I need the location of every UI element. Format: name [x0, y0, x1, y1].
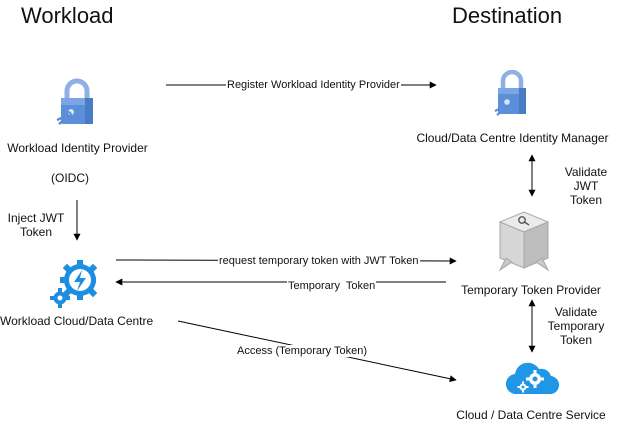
dest-service-label: Cloud / Data Centre Service — [456, 408, 606, 421]
key-box-icon — [496, 208, 552, 281]
padlock-key-icon — [494, 69, 530, 123]
register-edge-label: Register Workload Identity Provider — [226, 79, 401, 91]
workload-heading: Workload — [21, 3, 114, 28]
access-edge-label: Access (Temporary Token) — [236, 345, 369, 357]
inject-edge-label: Inject JWT Token — [7, 211, 65, 239]
validate-jwt-edge-label: Validate JWT Token — [564, 165, 608, 207]
token-provider-label: Temporary Token Provider — [461, 283, 601, 297]
validate-temp-edge-label: Validate Temporary Token — [547, 305, 605, 347]
identity-manager-label: Cloud/Data Centre Identity Manager — [416, 131, 609, 145]
workload-idp-label: Workload Identity Provider — [7, 141, 148, 155]
workload-cloud-label: Workload Cloud/Data Centre — [0, 314, 154, 328]
request-edge-label: request temporary token with JWT Token — [218, 255, 420, 267]
cloud-gears-icon — [505, 360, 560, 401]
padlock-key-icon — [55, 78, 99, 133]
workload-idp-sublabel: (OIDC) — [51, 171, 89, 185]
gears-lightning-icon — [50, 258, 100, 313]
temporary-edge-label: Temporary Token — [287, 280, 377, 292]
destination-heading: Destination — [452, 3, 563, 28]
